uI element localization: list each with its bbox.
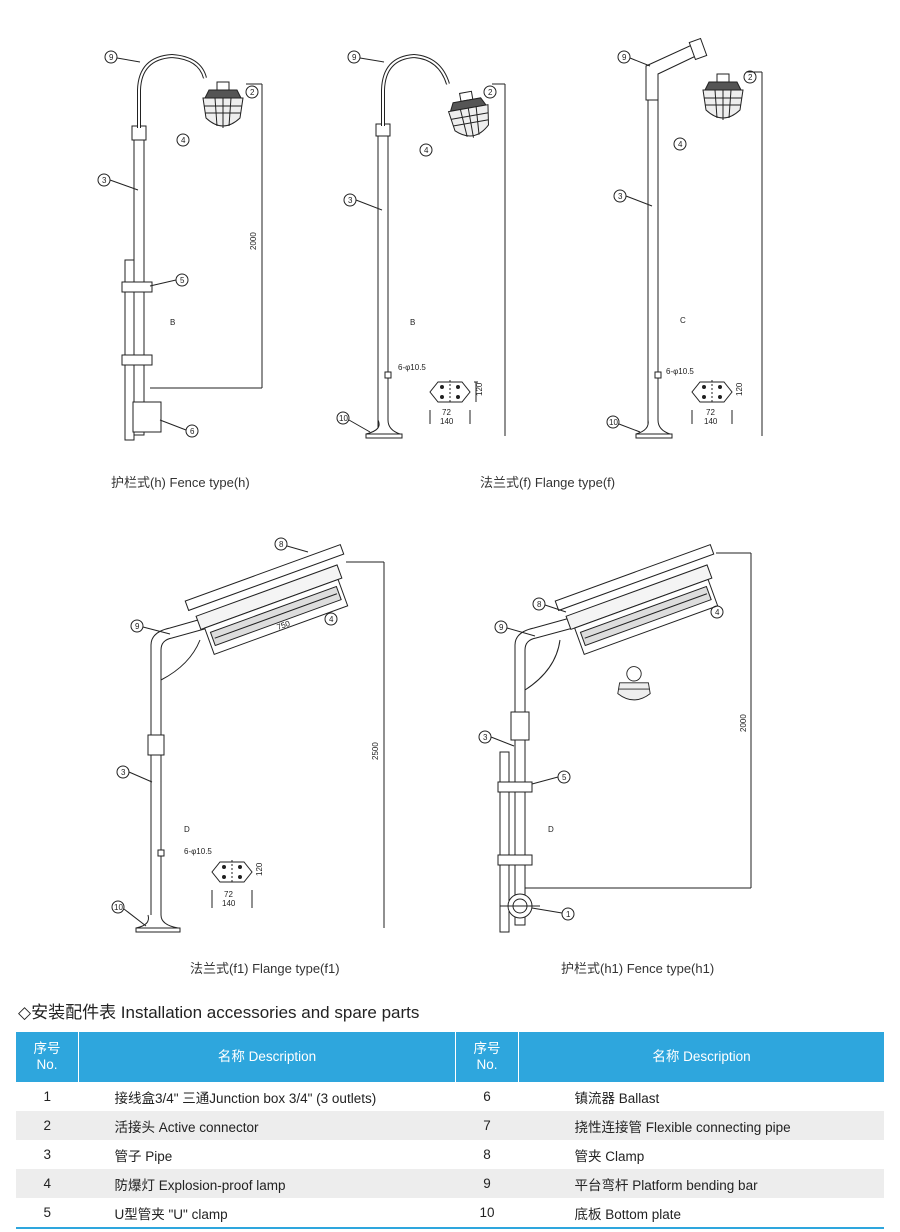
caption-flange-f: 法兰式(f) Flange type(f) (480, 475, 616, 490)
drawing-fence-h1: 2000 D 8 9 4 3 5 1 (478, 543, 752, 933)
svg-text:4: 4 (424, 146, 429, 155)
table-row: 2 活接头 Active connector 7 挠性连接管 Flexible … (16, 1111, 884, 1140)
area-label-b-h: B (170, 318, 175, 327)
cell-desc: 挠性连接管 Flexible connecting pipe (518, 1111, 884, 1140)
cell-desc: 底板 Bottom plate (518, 1198, 884, 1229)
dim-f1-holes: 6-φ10.5 (184, 847, 212, 856)
area-label-d-f1: D (184, 825, 190, 834)
svg-text:2: 2 (488, 88, 493, 97)
cell-desc: 接线盒3/4" 三通Junction box 3/4" (3 outlets) (114, 1090, 377, 1106)
caption-fence-h: 护栏式(h) Fence type(h) (111, 475, 250, 490)
svg-text:3: 3 (102, 176, 107, 185)
cell-no: 5 (16, 1198, 79, 1229)
table-row: 5 U型管夹 "U" clamp 10 底板 Bottom plate (16, 1198, 884, 1229)
svg-text:6: 6 (190, 427, 195, 436)
dim-f1-height: 2500 (371, 742, 380, 760)
svg-text:4: 4 (678, 140, 683, 149)
svg-text:8: 8 (537, 600, 542, 609)
header-no-cn: 序号 (473, 1041, 501, 1056)
header-no-cn: 序号 (33, 1041, 61, 1056)
cell-no: 2 (16, 1111, 79, 1140)
svg-text:2: 2 (748, 73, 753, 82)
cell-desc: 镇流器 Ballast (574, 1090, 660, 1106)
svg-text:5: 5 (562, 773, 567, 782)
dim-f1-plate-height: 120 (255, 862, 264, 876)
dim-c-height: 120 (735, 382, 744, 396)
dim-f1-inner: 72 (224, 890, 233, 899)
cell-no: 7 (455, 1111, 519, 1140)
svg-text:4: 4 (329, 615, 334, 624)
cell-no: 4 (16, 1169, 79, 1198)
svg-text:9: 9 (499, 623, 504, 632)
header-no-en: No. (476, 1057, 498, 1072)
svg-text:2: 2 (250, 88, 255, 97)
svg-text:1: 1 (566, 910, 571, 919)
cell-desc: 防爆灯 Explosion-proof lamp (78, 1169, 456, 1198)
svg-text:8: 8 (279, 540, 284, 549)
cell-no: 6 (483, 1089, 491, 1104)
cell-desc: 平台弯杆 Platform bending bar (518, 1169, 884, 1198)
header-no-right: 序号 No. (455, 1032, 519, 1082)
dim-f1-plate-width: 140 (222, 899, 236, 908)
dim-c-holes: 6-φ10.5 (666, 367, 694, 376)
dim-f1-width: 750 (276, 619, 292, 632)
dim-f-inner: 72 (442, 408, 451, 417)
area-label-b-f: B (410, 318, 415, 327)
drawing-flange-f1: 2500 750 6-φ10.5 120 72 140 D 8 9 4 3 10 (111, 537, 385, 933)
table-header-row: 序号 No. 名称 Description 序号 No. 名称 Descript… (16, 1032, 884, 1082)
svg-text:9: 9 (135, 622, 140, 631)
caption-fence-h1: 护栏式(h1) Fence type(h1) (561, 961, 715, 976)
dim-f-width: 140 (440, 417, 454, 426)
dim-h-height: 2000 (249, 232, 258, 250)
dim-c-inner: 72 (706, 408, 715, 417)
dim-f-height: 120 (475, 382, 484, 396)
table-row: 1 接线盒3/4" 三通Junction box 3/4" (3 outlets… (16, 1082, 884, 1111)
dim-c-width: 140 (704, 417, 718, 426)
svg-text:9: 9 (109, 53, 114, 62)
svg-text:3: 3 (618, 192, 623, 201)
svg-text:5: 5 (180, 276, 185, 285)
svg-text:9: 9 (622, 53, 627, 62)
header-no-left: 序号 No. (16, 1032, 79, 1082)
dim-f-holes: 6-φ10.5 (398, 363, 426, 372)
accessories-table: 序号 No. 名称 Description 序号 No. 名称 Descript… (16, 1032, 884, 1229)
section-title: ◇安装配件表 Installation accessories and spar… (18, 1003, 420, 1022)
svg-text:9: 9 (352, 53, 357, 62)
table-row: 4 防爆灯 Explosion-proof lamp 9 平台弯杆 Platfo… (16, 1169, 884, 1198)
header-desc-left: 名称 Description (78, 1032, 456, 1082)
drawing-flange-f: 6-φ10.5 120 72 140 B 9 2 4 3 10 (336, 50, 506, 439)
svg-text:10: 10 (114, 903, 123, 912)
drawing-fence-h: 2000 B 9 2 4 3 5 6 (97, 50, 263, 441)
header-desc-right: 名称 Description (518, 1032, 884, 1082)
svg-text:3: 3 (121, 768, 126, 777)
svg-text:3: 3 (483, 733, 488, 742)
cell-no: 9 (455, 1169, 519, 1198)
svg-text:4: 4 (715, 608, 720, 617)
table-row: 3 管子 Pipe 8 管夹 Clamp (16, 1140, 884, 1169)
area-label-c: C (680, 316, 686, 325)
svg-text:10: 10 (609, 418, 618, 427)
cell-no: 8 (483, 1147, 491, 1162)
cell-no: 1 (43, 1089, 51, 1104)
area-label-d-h1: D (548, 825, 554, 834)
svg-text:3: 3 (348, 196, 353, 205)
cell-no: 3 (43, 1147, 51, 1162)
cell-no: 10 (455, 1198, 519, 1229)
cell-desc: U型管夹 "U" clamp (78, 1198, 456, 1229)
header-no-en: No. (36, 1057, 58, 1072)
caption-flange-f1: 法兰式(f1) Flange type(f1) (190, 961, 340, 976)
svg-text:10: 10 (339, 414, 348, 423)
cell-desc: 管夹 Clamp (574, 1148, 645, 1164)
installation-drawings: 2000 B 9 2 4 3 5 6 6-φ10.5 120 72 140 B … (97, 37, 763, 933)
svg-text:4: 4 (181, 136, 186, 145)
dim-h1-height: 2000 (739, 714, 748, 732)
drawing-flange-c: 6-φ10.5 120 72 140 C 9 2 4 3 10 (606, 37, 763, 439)
cell-desc: 活接头 Active connector (78, 1111, 456, 1140)
cell-desc: 管子 Pipe (114, 1148, 173, 1164)
